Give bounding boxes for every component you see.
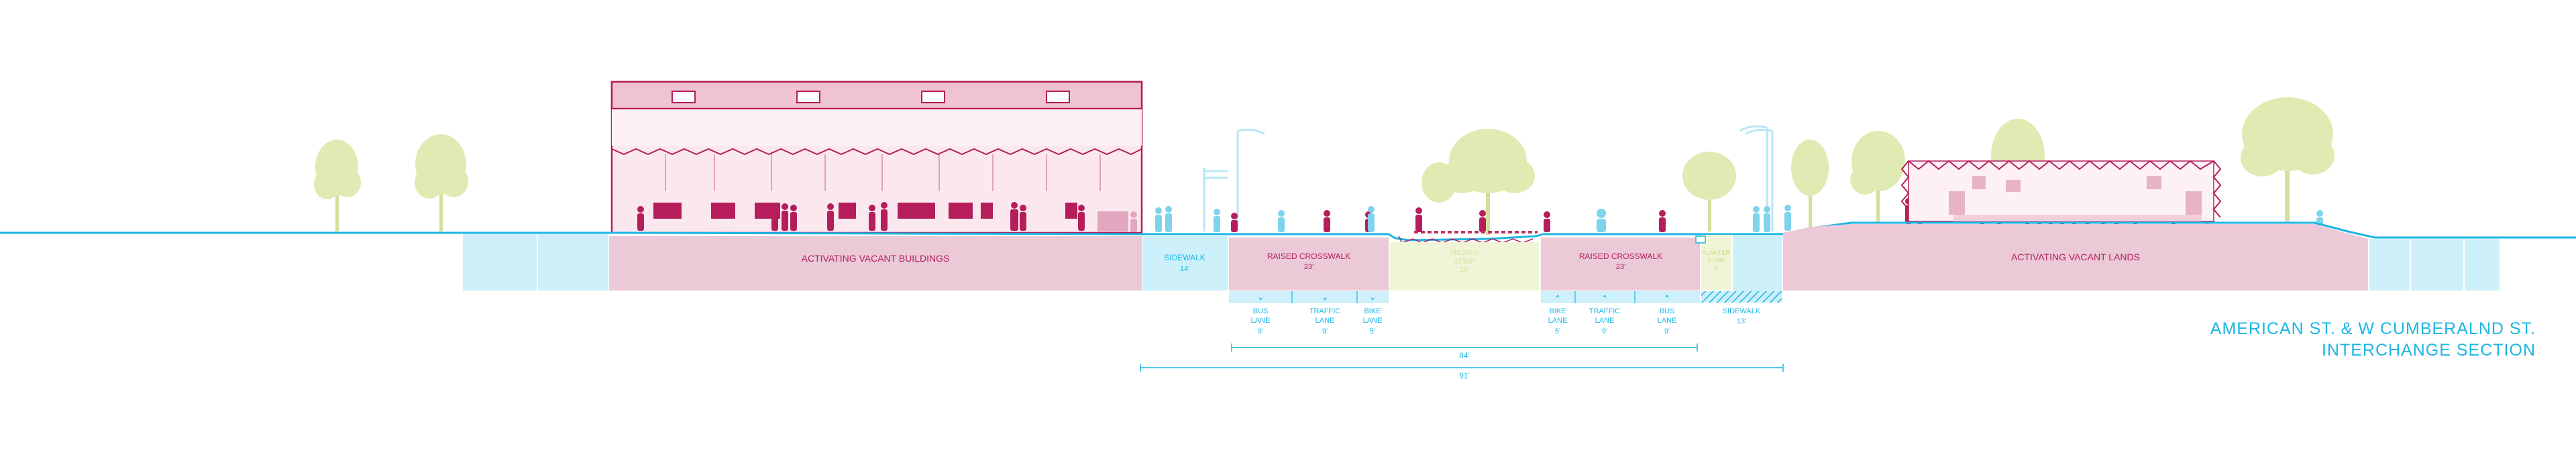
person-icon xyxy=(1278,210,1285,232)
person-icon xyxy=(1544,211,1550,232)
person-icon xyxy=(1078,205,1085,231)
arrow-up-icon xyxy=(1556,295,1560,301)
people-sidewalk xyxy=(1155,205,2323,232)
person-icon xyxy=(827,203,834,231)
vacant-building xyxy=(610,81,1143,234)
person-icon xyxy=(1155,207,1162,232)
label-sidewalk-right: SIDEWALK xyxy=(1723,307,1761,315)
person-icon xyxy=(771,203,778,231)
person-icon xyxy=(1231,213,1238,232)
person-icon xyxy=(881,202,888,231)
lane-direction-arrows xyxy=(1258,295,1669,301)
tree-icon xyxy=(415,134,468,231)
section-title-line2: INTERCHANGE SECTION xyxy=(2321,341,2536,360)
svg-text:9': 9' xyxy=(1602,327,1607,335)
person-icon xyxy=(1010,202,1018,231)
lane-strip xyxy=(1229,291,1782,303)
person-icon xyxy=(1415,207,1422,232)
arrow-up-icon xyxy=(1665,295,1669,301)
zone-vacant-buildings xyxy=(609,236,1142,291)
zone-sidewalk-right xyxy=(1733,236,1782,291)
svg-text:9': 9' xyxy=(1322,327,1328,335)
person-icon xyxy=(1324,210,1330,232)
label-crosswalk-right: RAISED CROSSWALK xyxy=(1579,252,1662,261)
person-icon xyxy=(790,205,797,231)
label-planter-width: 3' xyxy=(1714,265,1719,272)
svg-text:9': 9' xyxy=(1664,327,1670,335)
person-icon xyxy=(1368,206,1375,232)
dimension-inner: 84' xyxy=(1459,351,1470,360)
person-icon xyxy=(1764,206,1770,232)
tree-icon xyxy=(314,140,361,231)
dimension-lines xyxy=(1140,344,1784,372)
person-icon xyxy=(782,203,788,231)
person-icon xyxy=(1753,206,1760,232)
person-icon xyxy=(1479,210,1486,232)
trees-left xyxy=(314,134,468,231)
svg-text:5': 5' xyxy=(1555,327,1560,335)
person-icon xyxy=(637,206,644,231)
label-sidewalk-right-width: 13' xyxy=(1737,317,1746,325)
event-pavilion xyxy=(1900,160,2222,222)
zone-median xyxy=(1390,242,1540,291)
tree-icon xyxy=(2241,97,2334,221)
base-zones xyxy=(463,224,2500,291)
person-icon xyxy=(1130,211,1137,232)
person-icon xyxy=(1214,209,1220,232)
zone-crosswalk-right xyxy=(1541,238,1700,291)
tree-icon xyxy=(1421,162,1456,203)
person-icon xyxy=(1784,205,1791,231)
arrow-down-icon xyxy=(1258,295,1263,301)
section-title-line1: AMERICAN ST. & W CUMBERALND ST. xyxy=(2210,319,2536,338)
person-icon xyxy=(1020,205,1026,231)
label-sidewalk-left: SIDEWALK xyxy=(1164,253,1205,262)
arrow-up-icon xyxy=(1603,295,1607,301)
svg-text:9': 9' xyxy=(1258,327,1263,335)
arrow-down-icon xyxy=(1323,295,1327,301)
zone-planter xyxy=(1701,235,1731,291)
person-icon xyxy=(1597,209,1606,232)
zone-vacant-lands xyxy=(1783,224,2368,291)
label-vacant-buildings: ACTIVATING VACANT BUILDINGS xyxy=(802,253,950,264)
label-vacant-lands: ACTIVATING VACANT LANDS xyxy=(2011,252,2140,262)
svg-text:5': 5' xyxy=(1370,327,1375,335)
label-median-width: 10' xyxy=(1460,266,1469,274)
tree-icon xyxy=(1850,131,1905,223)
label-sidewalk-left-width: 14' xyxy=(1180,265,1189,273)
tree-icon xyxy=(1442,129,1535,235)
arrow-down-icon xyxy=(1371,295,1375,301)
label-crosswalk-right-width: 23' xyxy=(1616,263,1625,271)
dimension-outer: 91' xyxy=(1459,371,1470,380)
sidewalk-right-hatch xyxy=(1701,291,1782,303)
label-crosswalk-left-width: 23' xyxy=(1304,263,1313,271)
zone-sidewalk-left xyxy=(1142,236,1228,291)
tree-icon xyxy=(1682,152,1736,231)
string-lights xyxy=(611,148,1142,156)
zone-crosswalk-left xyxy=(1229,238,1389,291)
person-icon xyxy=(1659,210,1666,232)
label-crosswalk-left: RAISED CROSSWALK xyxy=(1267,252,1350,261)
person-icon xyxy=(1165,206,1172,232)
person-icon xyxy=(869,205,875,231)
tree-icon xyxy=(1791,140,1829,228)
trees-median xyxy=(1421,129,1736,235)
section-title: AMERICAN ST. & W CUMBERALND ST. INTERCHA… xyxy=(2210,318,2536,361)
